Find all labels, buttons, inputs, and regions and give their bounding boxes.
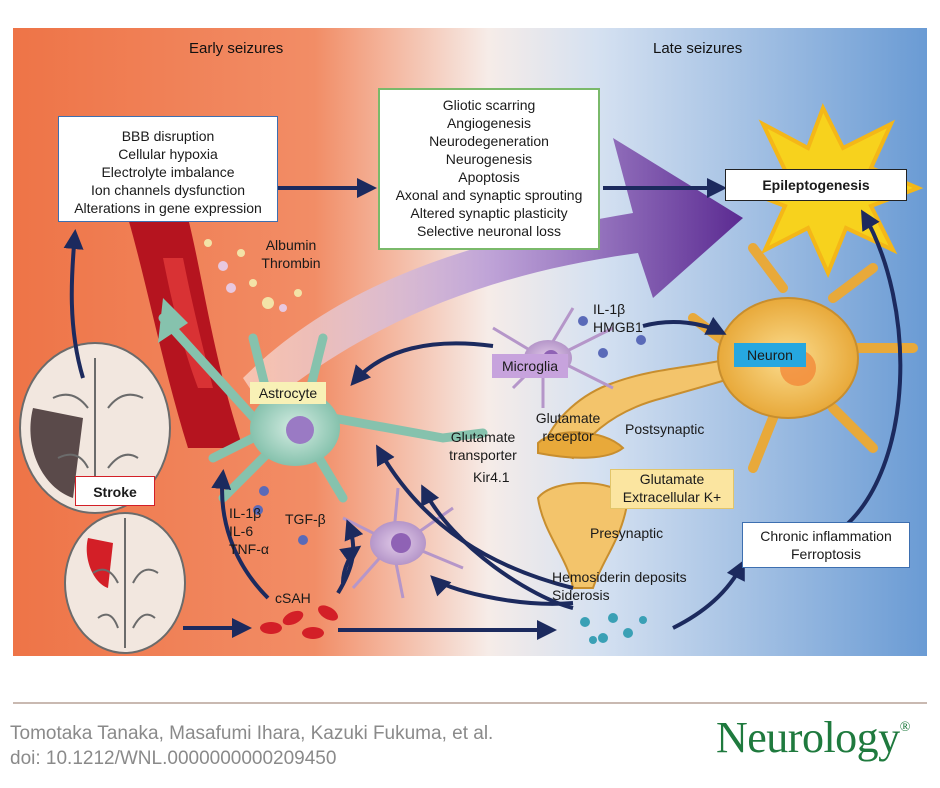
siderosis-label: Siderosis	[552, 587, 610, 603]
glutamate-label: Glutamate	[639, 471, 705, 487]
acute-mechanism: Ion channels dysfunction	[90, 182, 246, 198]
microglia-label: Microglia	[492, 354, 568, 378]
cytokine-labels: IL-1β IL-6 TNF-α	[229, 504, 269, 558]
progression-arrow	[243, 138, 743, 408]
footer-divider	[13, 702, 927, 704]
registered-mark: ®	[899, 720, 911, 735]
tnfa-cytokine: TNF-α	[229, 541, 269, 557]
chronic-change: Neurogenesis	[445, 151, 533, 167]
chronic-change: Altered synaptic plasticity	[410, 205, 568, 221]
glutamate-transporter-label: Glutamate transporter	[438, 428, 528, 464]
chronic-inflammation-label: Chronic inflammation	[760, 528, 892, 544]
hemosiderin-deposits-label: Hemosiderin deposits	[552, 569, 687, 585]
hemosiderin-labels: Hemosiderin deposits Siderosis	[552, 568, 687, 604]
blood-factor-dots	[204, 239, 302, 312]
astrocyte-label: Astrocyte	[250, 382, 326, 404]
glutamate-k-box: Glutamate Extracellular K+	[610, 469, 734, 509]
citation-authors: Tomotaka Tanaka, Masafumi Ihara, Kazuki …	[10, 723, 494, 744]
microglia-cell-bottom	[342, 487, 464, 599]
chronic-change: Apoptosis	[458, 169, 520, 185]
figure-panel: Early seizures Late seizures BBB disrupt…	[13, 28, 927, 656]
hmgb1-label: HMGB1	[593, 319, 643, 335]
journal-logo: Neurology®	[716, 712, 910, 763]
journal-name: Neurology	[716, 713, 900, 762]
cytokine-dot	[298, 535, 308, 545]
csah-label: cSAH	[275, 590, 311, 606]
acute-mechanism: Electrolyte imbalance	[101, 164, 235, 180]
chronic-change: Axonal and synaptic sprouting	[395, 187, 583, 203]
cytokine-dot	[259, 486, 269, 496]
il1b-cytokine: IL-1β	[229, 505, 262, 521]
blood-factor-labels: Albumin Thrombin	[256, 236, 326, 272]
cytokine-dot	[578, 316, 588, 326]
ferroptosis-label: Ferroptosis	[790, 546, 862, 562]
kir41-label: Kir4.1	[473, 469, 510, 485]
tgf-label: TGF-β	[285, 511, 326, 527]
brain-upper	[19, 342, 171, 514]
acute-mechanism: Alterations in gene expression	[74, 200, 262, 216]
flow-arrows	[63, 178, 903, 640]
microglia-factor-labels: IL-1β HMGB1	[593, 300, 643, 336]
acute-mechanism: BBB disruption	[121, 128, 215, 144]
chronic-change: Selective neuronal loss	[417, 223, 561, 239]
acute-mechanisms-box: BBB disruption Cellular hypoxia Electrol…	[58, 116, 278, 222]
stroke-label: Stroke	[75, 476, 155, 506]
il1b-label: IL-1β	[593, 301, 626, 317]
brain-lower	[64, 512, 186, 654]
cytokine-dot	[636, 335, 646, 345]
hemosiderin-particles	[580, 613, 647, 644]
postsynaptic-terminal	[537, 431, 625, 459]
chronic-inflammation-box: Chronic inflammation Ferroptosis	[742, 522, 910, 568]
early-seizures-title: Early seizures	[189, 40, 284, 57]
chronic-change: Gliotic scarring	[442, 97, 536, 113]
cytokine-dot	[598, 348, 608, 358]
glutamate-transporter-line1: Glutamate	[450, 429, 516, 445]
albumin-label: Albumin	[265, 237, 317, 253]
late-seizures-title: Late seizures	[653, 40, 743, 57]
presynaptic-label: Presynaptic	[590, 525, 664, 541]
glutamate-transporter-line2: transporter	[449, 447, 517, 463]
citation: Tomotaka Tanaka, Masafumi Ihara, Kazuki …	[10, 721, 493, 771]
epileptogenesis-box: Epileptogenesis	[725, 169, 907, 201]
chronic-change: Angiogenesis	[446, 115, 532, 131]
red-blood-cells	[260, 605, 338, 639]
chronic-changes-box: Gliotic scarring Angiogenesis Neurodegen…	[378, 88, 600, 250]
citation-doi: doi: 10.1212/WNL.0000000000209450	[10, 748, 337, 769]
astrocyte-cell	[158, 298, 488, 503]
acute-mechanism: Cellular hypoxia	[118, 146, 218, 162]
presynaptic-terminal	[536, 482, 630, 589]
postsynaptic-label: Postsynaptic	[625, 421, 705, 437]
glutamate-receptor-line1: Glutamate	[535, 410, 601, 426]
glutamate-receptor-label: Glutamate receptor	[528, 409, 608, 445]
cytokine-dot	[253, 505, 263, 515]
neuron-label: Neuron	[734, 343, 806, 367]
glutamate-receptor-line2: receptor	[542, 428, 594, 444]
thrombin-label: Thrombin	[261, 255, 321, 271]
extracellular-k-label: Extracellular K+	[622, 489, 722, 505]
il6-cytokine: IL-6	[229, 523, 254, 539]
chronic-change: Neurodegeneration	[429, 133, 549, 149]
